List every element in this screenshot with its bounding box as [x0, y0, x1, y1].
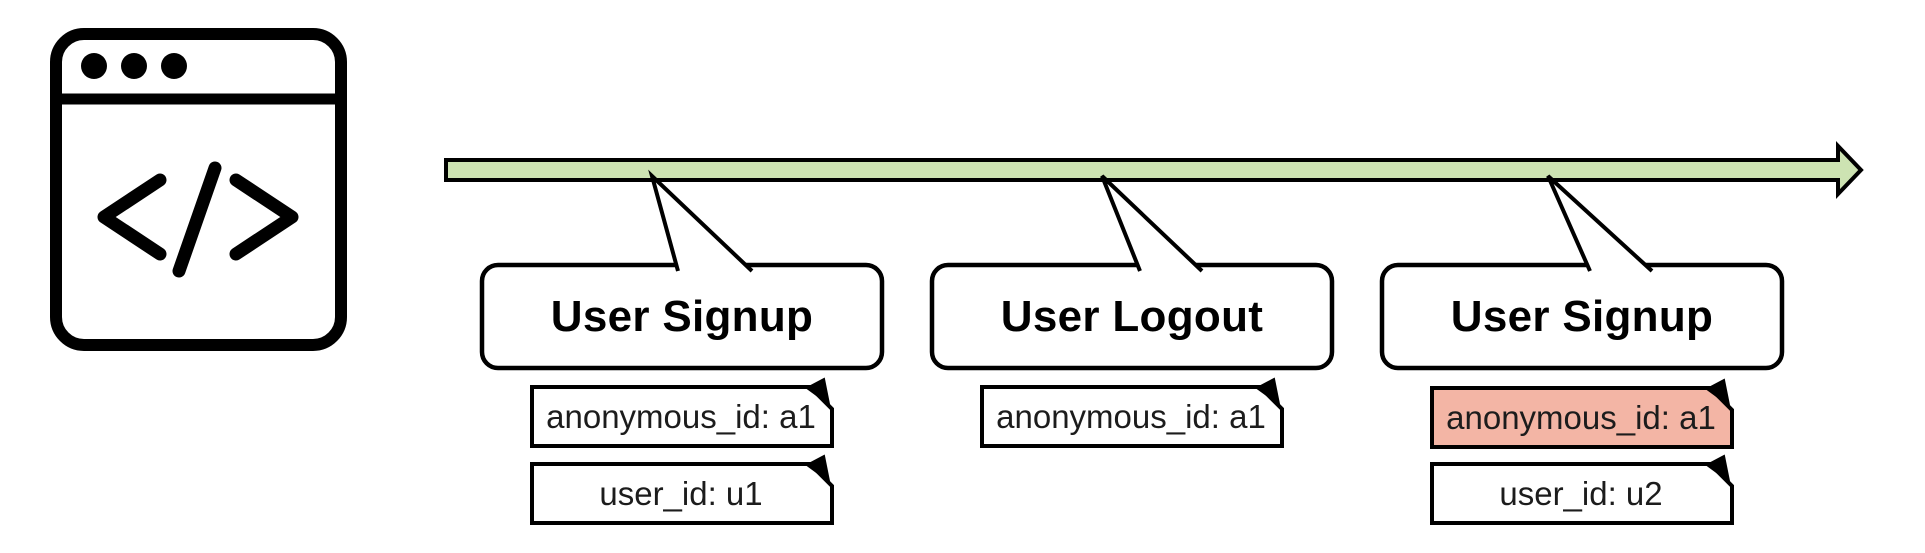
callout-pointer [648, 169, 754, 273]
event-box [929, 262, 1335, 371]
note-shape [1430, 462, 1734, 525]
note-shape-highlighted [1430, 386, 1734, 449]
note-fold-icon [1705, 378, 1731, 408]
note-fold-icon [805, 377, 831, 407]
event-box [479, 262, 885, 371]
callout-pointer [1100, 174, 1204, 273]
callout-pointer [1546, 174, 1654, 273]
note-fold-icon [1705, 454, 1731, 484]
browser-code-icon [50, 28, 347, 351]
browser-dot-icon [121, 53, 147, 79]
code-glyph-icon [97, 161, 299, 278]
browser-dot-icon [161, 53, 187, 79]
note-shape [530, 462, 834, 525]
browser-dot-icon [81, 53, 107, 79]
note-fold-icon [1255, 377, 1281, 407]
note-shape [530, 385, 834, 448]
note-shape [980, 385, 1284, 448]
browser-window-frame [50, 28, 347, 351]
timeline-arrow [444, 141, 1864, 199]
note-fold-icon [805, 454, 831, 484]
event-box [1379, 262, 1785, 371]
